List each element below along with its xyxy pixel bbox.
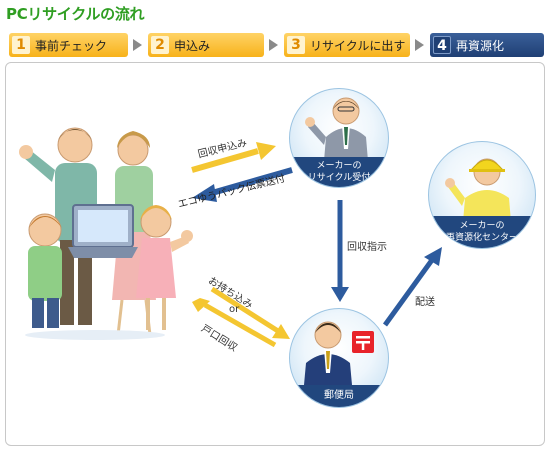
maker-center-line2: 再資源化センター xyxy=(445,233,518,243)
label-collection-instruction: 回収指示 xyxy=(347,242,387,253)
staff-person-icon xyxy=(305,97,368,161)
step-arrow-icon xyxy=(415,39,424,51)
step-1-precheck[interactable]: 1 事前チェック xyxy=(9,33,128,57)
postal-worker-icon xyxy=(304,321,374,385)
arrow-collection-instruction xyxy=(331,200,349,302)
arrow-eco-pack xyxy=(192,167,293,202)
step-3-recycle[interactable]: 3 リサイクルに出す xyxy=(284,33,410,57)
page-title: PCリサイクルの流れ xyxy=(6,5,145,23)
family-illustration xyxy=(19,127,193,340)
arrow-door-pickup xyxy=(192,298,277,348)
step-arrow-icon xyxy=(269,39,278,51)
step-4-reuse[interactable]: 4 再資源化 xyxy=(430,33,544,57)
post-office-caption: 郵便局 xyxy=(290,385,388,407)
step-3-label: リサイクルに出す xyxy=(310,38,406,53)
arrow-bring-in xyxy=(210,286,290,339)
worker-person-icon xyxy=(445,158,511,222)
maker-center-line1: メーカーの xyxy=(459,221,505,231)
step-2-number: 2 xyxy=(151,36,169,54)
step-1-label: 事前チェック xyxy=(35,38,108,53)
step-2-label: 申込み xyxy=(174,38,211,53)
step-2-application[interactable]: 2 申込み xyxy=(148,33,264,57)
step-4-number: 4 xyxy=(433,36,451,54)
maker-reception-line1: メーカーの xyxy=(316,161,362,171)
maker-reception-line2: リサイクル受付 xyxy=(307,173,371,183)
post-office-node: 郵便局 xyxy=(289,308,389,408)
step-4-label: 再資源化 xyxy=(456,38,505,53)
step-bar: 1 事前チェック 2 申込み 3 リサイクルに出す 4 再資源化 xyxy=(9,33,544,57)
label-delivery: 配送 xyxy=(415,297,435,308)
maker-center-caption: メーカーの 再資源化センター xyxy=(429,216,535,248)
step-1-number: 1 xyxy=(12,36,30,54)
step-arrow-icon xyxy=(133,39,142,51)
maker-center-node: メーカーの 再資源化センター xyxy=(428,141,536,249)
label-or: or xyxy=(229,304,240,315)
maker-reception-node: メーカーの リサイクル受付 xyxy=(289,88,389,188)
maker-reception-caption: メーカーの リサイクル受付 xyxy=(290,157,388,187)
arrow-collection-request xyxy=(191,142,276,173)
arrow-delivery xyxy=(382,247,442,327)
step-3-number: 3 xyxy=(287,36,305,54)
